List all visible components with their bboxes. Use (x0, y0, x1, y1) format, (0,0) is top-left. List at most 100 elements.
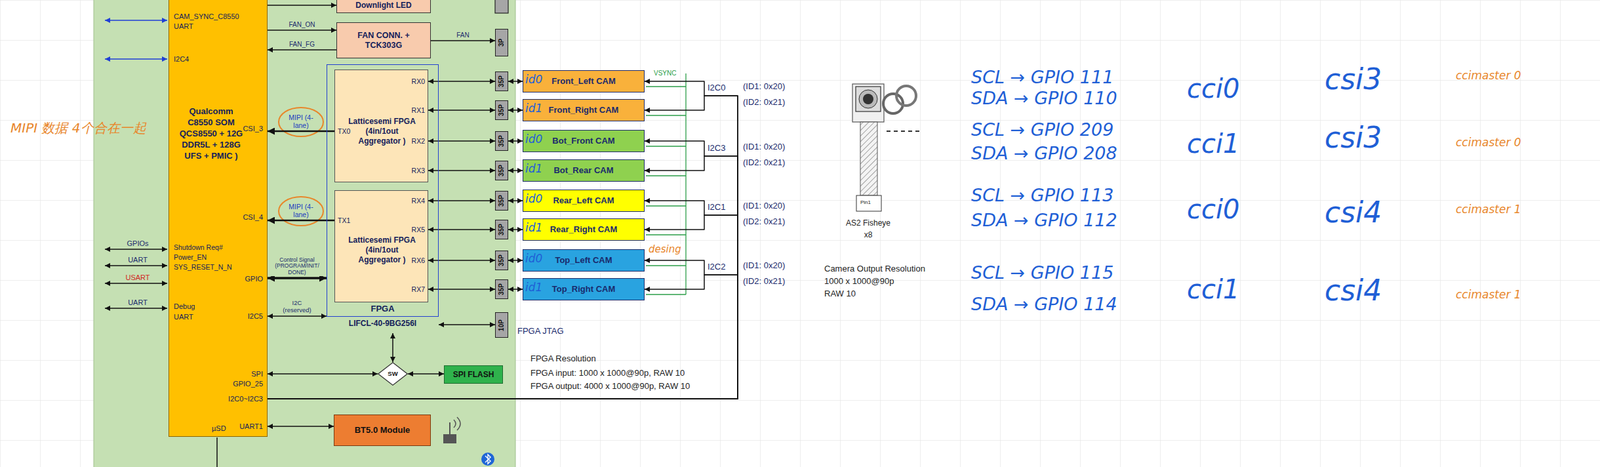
handwritten-id: id0 (525, 133, 543, 147)
antenna (449, 422, 451, 435)
connector-pin-block: 35P (495, 190, 509, 211)
node-text: 35P (498, 104, 505, 117)
connector-line (267, 29, 337, 31)
handwritten-circle (278, 196, 324, 226)
ring (896, 85, 917, 106)
pin-label: Pin1 (859, 199, 872, 206)
connector-pin-block: 35P (495, 219, 509, 240)
som-module: CAM_SYNC_C8550UARTI2C4Qualcomm C8550 SOM… (168, 0, 268, 437)
node-text: FAN CONN. + TCK303G (346, 30, 421, 51)
connector-line (508, 259, 523, 261)
connector-line (407, 373, 444, 375)
node-text: LIFCL-40-9BG256I (326, 319, 439, 329)
node-text: CSI_4 (242, 213, 263, 222)
connector-line (267, 425, 334, 427)
handwritten-id: id0 (525, 252, 543, 266)
node-text: Latticesemi FPGA (4in/1out Aggregator ) (344, 235, 420, 265)
connector-line (267, 315, 327, 317)
signal-arc (453, 419, 456, 428)
signal-label: FAN (455, 31, 470, 40)
bus-label: I2C2 (707, 262, 726, 273)
dashed-mark (886, 130, 920, 132)
node-text: Latticesemi FPGA (4in/1out Aggregator ) (344, 116, 420, 147)
signal-label: FAN_FG (288, 40, 316, 49)
node-text: RX3 (411, 166, 425, 175)
led-box: Downlight LED (336, 0, 431, 14)
connector-pin-block: 3P (495, 28, 509, 57)
wire (104, 19, 168, 21)
address-label: (ID1: 0x20) (742, 260, 785, 271)
connector-line (267, 156, 738, 399)
node-text: BT5.0 Module (354, 424, 411, 436)
antenna-base (443, 434, 457, 444)
node-text: µSD (211, 424, 227, 433)
signal-label: I2C (reserved) (277, 299, 317, 315)
handwritten-note: SDA → GPIO 208 (971, 142, 1118, 164)
bluetooth-icons (443, 417, 495, 466)
node-text: I2C0~I2C3 (228, 394, 263, 404)
handwritten-note: SDA → GPIO 112 (971, 209, 1118, 231)
node-text: 35P (498, 194, 505, 207)
port-label: UART (127, 298, 148, 307)
handwritten-note: csi3 (1324, 62, 1382, 97)
lens-glass (862, 93, 874, 105)
handwritten-note: cci0 (1186, 73, 1240, 104)
handwritten-note: SCL → GPIO 111 (971, 66, 1114, 88)
node-text: RX2 (411, 137, 425, 145)
port-label: FPGA JTAG (517, 326, 564, 337)
wire (104, 282, 168, 284)
signal-label: MIPI (4-lane) (283, 202, 319, 219)
connector-line (508, 140, 523, 142)
handwritten-note: ccimaster 1 (1455, 203, 1522, 217)
handwritten-note: SCL → GPIO 115 (971, 262, 1114, 283)
lens (859, 89, 878, 109)
node-text: RX6 (411, 256, 425, 265)
handwritten-id: id1 (525, 102, 543, 116)
spec-note: Camera Output Resolution (824, 264, 926, 275)
node-text: RX4 (411, 196, 425, 205)
bluetooth-module: BT5.0 Module (333, 414, 431, 446)
handwritten-id: id1 (525, 221, 543, 235)
connector-line (508, 288, 523, 290)
handwritten-note: SCL → GPIO 209 (971, 119, 1114, 140)
bus-label: I2C3 (707, 143, 726, 154)
vsync-wires (645, 73, 686, 295)
handwritten-note: cci1 (1186, 128, 1240, 159)
handwritten-note: desing (647, 243, 682, 256)
handwritten-note: ccimaster 0 (1455, 69, 1522, 83)
connector-line (267, 81, 738, 399)
handwritten-note: SDA → GPIO 110 (971, 87, 1118, 109)
connector-pin-block: 35P (495, 250, 509, 271)
wire (104, 58, 168, 60)
port-label: GPIOs (126, 239, 149, 248)
handwritten-note: ccimaster 1 (1455, 288, 1522, 302)
board-panel (93, 0, 516, 467)
node-text: I2C5 (247, 312, 263, 321)
wire (645, 293, 686, 295)
node-text: FPGA (326, 304, 439, 315)
connector-pin-block: 35P (495, 71, 509, 92)
handwritten-note: cci0 (1186, 194, 1240, 225)
node-text: CAM_SYNC_C8550 (173, 12, 240, 21)
connector-line (508, 109, 523, 111)
address-label: (ID2: 0x21) (742, 276, 785, 287)
node-text: I2C4 (173, 55, 189, 64)
connector-line (508, 169, 523, 172)
node-text: SPI (251, 369, 263, 379)
address-label: (ID2: 0x21) (742, 97, 785, 108)
spec-note: RAW 10 (824, 289, 856, 300)
fpga-group: FPGA LIFCL-40-9BG256I Latticesemi FPGA (4i… (326, 64, 439, 334)
address-label: (ID1: 0x20) (742, 201, 785, 212)
lens-mount (855, 86, 881, 112)
spec-note: FPGA Resolution (530, 354, 597, 364)
handwritten-id: id1 (525, 162, 543, 176)
handwritten-note: csi4 (1324, 196, 1382, 230)
camera-board (852, 83, 884, 122)
diamond-shape (378, 362, 408, 385)
node-text: 35P (498, 283, 505, 296)
connector-line (267, 276, 327, 280)
handwritten-note: cci1 (1186, 274, 1240, 305)
node-text: Power_EN (173, 253, 207, 261)
wire (216, 437, 218, 467)
connector-line (508, 200, 523, 202)
